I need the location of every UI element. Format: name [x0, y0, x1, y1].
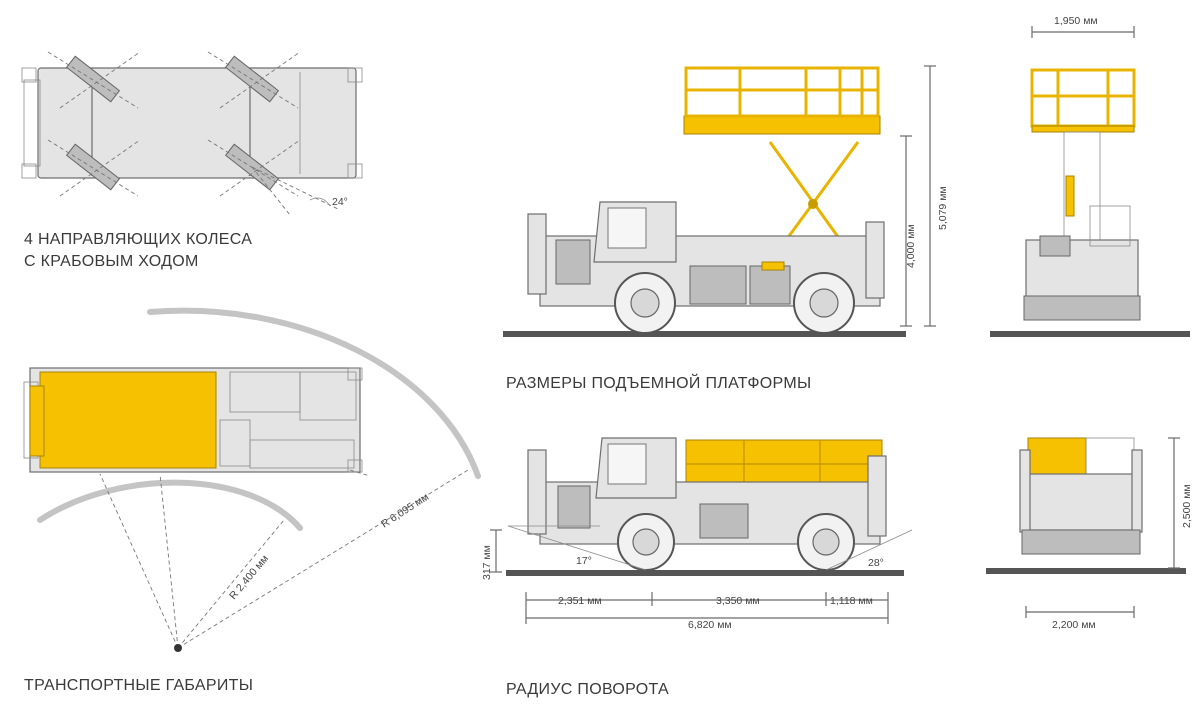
turning-radius-plan-view: R 2,400 мм R 6,095 мм [23, 307, 481, 652]
stowed-rear-view: 2,500 мм 2,200 мм [986, 437, 1193, 631]
wheel-front-right [65, 143, 121, 191]
platform-deck-top [39, 371, 217, 469]
rear-overhang-label: 1,118 мм [830, 595, 873, 607]
platform-width-label: 1,950 мм [1054, 15, 1098, 27]
inner-radius-arc [37, 479, 303, 531]
raised-platform-rear-view: 1,950 мм [990, 15, 1190, 337]
outer-radius-label: R 6,095 мм [379, 491, 431, 531]
steer-angle-label: 24° [332, 196, 348, 208]
raised-platform-deck [683, 115, 881, 135]
platform-height-label: 5,079 мм [937, 186, 949, 230]
stowed-side-view: 17° 28° 317 мм 2,351 мм 3,350 мм 1,118 м… [481, 437, 913, 631]
caption-steering-1: 4 НАПРАВЛЯЮЩИХ КОЛЕСА [24, 231, 252, 248]
outer-radius-arc [147, 307, 481, 479]
turning-center-point [174, 644, 182, 652]
overall-height-label: 2,500 мм [1181, 484, 1193, 528]
caption-platform: РАЗМЕРЫ ПОДЪЕМНОЙ ПЛАТФОРМЫ [506, 373, 811, 392]
ground-clearance-label: 317 мм [481, 545, 493, 580]
approach-angle-label: 17° [576, 555, 592, 567]
raised-platform-side-view: 4,000 мм 5,079 мм [503, 65, 949, 337]
front-overhang-label: 2,351 мм [558, 595, 602, 607]
floor-height-label: 4,000 мм [905, 224, 917, 268]
caption-steering-2: С КРАБОВЫМ ХОДОМ [24, 253, 199, 270]
caption-transport: ТРАНСПОРТНЫЕ ГАБАРИТЫ [24, 677, 253, 694]
wheel-front-left [65, 55, 121, 103]
overall-length-label: 6,820 мм [688, 619, 732, 631]
departure-angle-label: 28° [868, 557, 884, 569]
wheelbase-label: 3,350 мм [716, 595, 760, 607]
overall-width-label: 2,200 мм [1052, 619, 1096, 631]
caption-turning: РАДИУС ПОВОРОТА [506, 681, 669, 698]
crab-steering-plan-view: 24° [21, 51, 363, 216]
